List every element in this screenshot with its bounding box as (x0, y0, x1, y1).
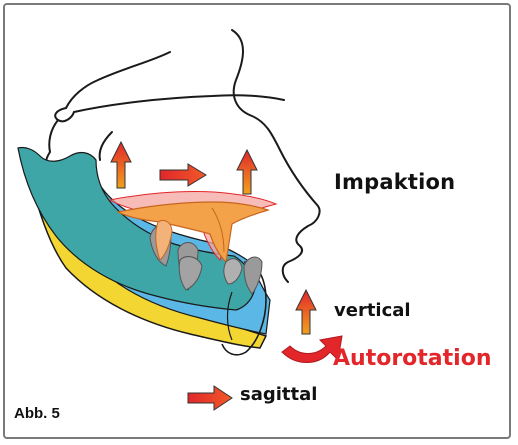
sagittal-label: sagittal (240, 384, 317, 405)
impaction-up-arrow-anterior (237, 150, 257, 194)
vertical-up-arrow (296, 290, 316, 334)
diagram-title: Impaktion (334, 170, 455, 194)
autorotation-label: Autorotation (333, 346, 491, 371)
mandible (18, 147, 270, 354)
sagittal-right-arrow (188, 386, 232, 410)
impaction-up-arrow-posterior (111, 142, 131, 188)
vertical-label: vertical (334, 300, 411, 321)
forward-right-arrow (160, 164, 206, 186)
figure-label: Abb. 5 (14, 405, 60, 422)
